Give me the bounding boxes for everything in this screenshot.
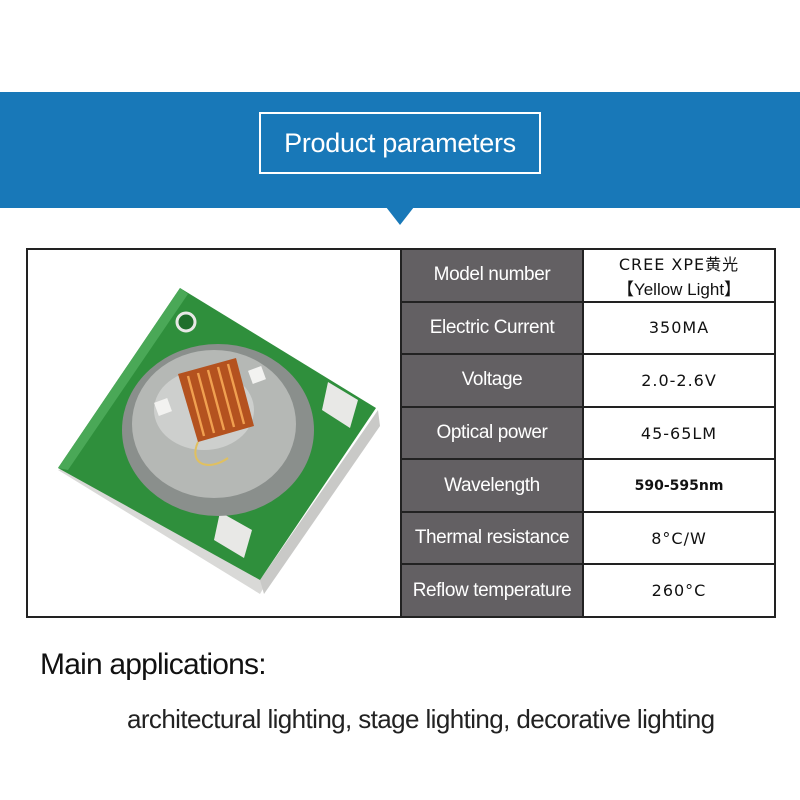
param-value: 2.0-2.6V [641, 370, 717, 390]
param-label: Wavelength [400, 460, 584, 511]
param-label: Model number [400, 250, 584, 301]
param-value: 260°C [651, 581, 707, 601]
model-value: CREE XPE黄光 [618, 254, 740, 274]
section-title: Product parameters [259, 112, 541, 174]
param-label: Voltage [400, 355, 584, 406]
table-row: Electric Current 350MA [400, 302, 774, 356]
param-value: 8°C/W [651, 528, 707, 548]
param-value: 45-65LM [640, 423, 718, 443]
table-row: Voltage 2.0-2.6V [400, 355, 774, 408]
param-label: Thermal resistance [400, 512, 584, 564]
table-row: Model number CREE XPE黄光 【Yellow Light】 [400, 250, 774, 303]
table-row: Optical power 45-65LM [400, 407, 774, 461]
banner-pointer [386, 207, 414, 225]
applications-text: architectural lighting, stage lighting, … [127, 704, 715, 734]
param-value: 350MA [648, 318, 710, 338]
param-value: 590-595nm [634, 477, 724, 494]
param-label: Optical power [400, 407, 584, 459]
led-chip-photo [28, 250, 400, 616]
table-row: Thermal resistance 8°C/W [400, 512, 774, 566]
table-row: Reflow temperature 260°C [400, 565, 774, 617]
parameter-table: Model number CREE XPE黄光 【Yellow Light】 E… [400, 250, 774, 617]
table-row: Wavelength 590-595nm [400, 460, 774, 513]
header-banner [0, 92, 800, 208]
param-value: CREE XPE黄光 【Yellow Light】 [584, 250, 774, 301]
model-subvalue: 【Yellow Light】 [616, 279, 742, 299]
led-chip-icon [58, 288, 380, 594]
param-label: Reflow temperature [400, 565, 584, 617]
applications-heading: Main applications: [40, 648, 267, 681]
param-label: Electric Current [400, 302, 584, 354]
